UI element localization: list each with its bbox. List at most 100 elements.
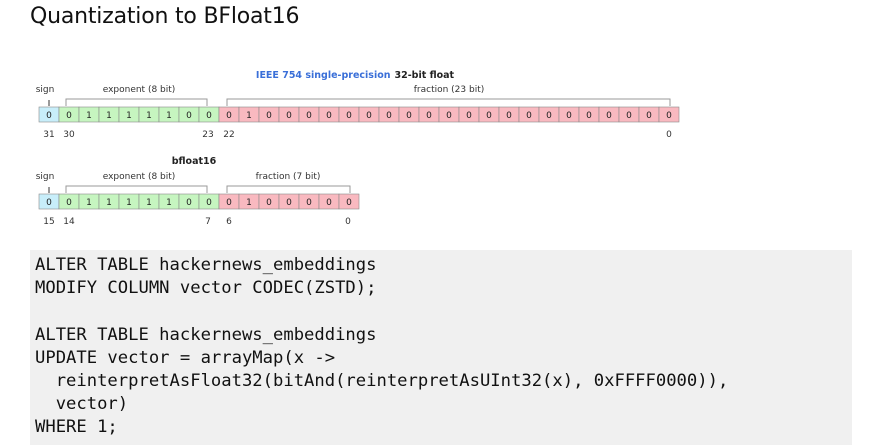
float32-title-size: 32-bit float — [395, 70, 455, 81]
bfloat16-brackets — [48, 185, 351, 193]
svg-text:0: 0 — [526, 111, 532, 121]
svg-text:0: 0 — [366, 111, 372, 121]
float32-bit-26: 1 — [138, 106, 160, 123]
float32-fraction-bracket — [226, 98, 671, 106]
float32-bit-28: 1 — [98, 106, 120, 123]
bfloat16-exponent-label: exponent (8 bit) — [103, 172, 176, 182]
float32-bit-17: 0 — [318, 106, 340, 123]
svg-text:1: 1 — [246, 111, 252, 121]
svg-text:0: 0 — [186, 198, 192, 208]
float32-bit-13: 0 — [398, 106, 420, 123]
float32-bit-11: 0 — [438, 106, 460, 123]
float32-bit-10: 0 — [458, 106, 480, 123]
float32-bit-12: 0 — [418, 106, 440, 123]
svg-text:0: 0 — [326, 111, 332, 121]
svg-text:1: 1 — [146, 198, 152, 208]
float32-bit-27: 1 — [118, 106, 140, 123]
bfloat16-index-6: 6 — [226, 217, 232, 227]
svg-text:0: 0 — [406, 111, 412, 121]
bfloat16-layout: bfloat16 sign exponent (8 bit) fraction … — [36, 156, 360, 227]
bfloat16-bit-1: 0 — [318, 193, 340, 210]
svg-text:0: 0 — [66, 111, 72, 121]
svg-text:1: 1 — [106, 198, 112, 208]
svg-text:1: 1 — [126, 198, 132, 208]
svg-text:0: 0 — [446, 111, 452, 121]
bit-layout-diagram: IEEE 754 single-precision 32-bit float si… — [36, 70, 680, 227]
float32-bit-1: 0 — [638, 106, 660, 123]
svg-text:0: 0 — [506, 111, 512, 121]
svg-text:0: 0 — [486, 111, 492, 121]
svg-text:1: 1 — [246, 198, 252, 208]
svg-text:0: 0 — [466, 111, 472, 121]
svg-text:0: 0 — [626, 111, 632, 121]
svg-text:1: 1 — [166, 198, 172, 208]
bfloat16-bit-13: 1 — [78, 193, 100, 210]
float32-bit-4: 0 — [578, 106, 600, 123]
svg-text:0: 0 — [386, 111, 392, 121]
svg-text:0: 0 — [586, 111, 592, 121]
float32-bit-30: 0 — [58, 106, 80, 123]
float32-exponent-bracket — [65, 98, 208, 106]
svg-text:1: 1 — [126, 111, 132, 121]
float32-index-22: 22 — [223, 130, 234, 140]
bfloat16-exponent-bracket — [65, 185, 208, 193]
bfloat16-bit-9: 1 — [158, 193, 180, 210]
svg-text:0: 0 — [426, 111, 432, 121]
bfloat16-sign-label: sign — [36, 172, 55, 182]
sql-code: ALTER TABLE hackernews_embeddings MODIFY… — [35, 255, 729, 438]
float32-bit-20: 0 — [258, 106, 280, 123]
float32-sign-label: sign — [36, 85, 55, 95]
float32-bit-21: 1 — [238, 106, 260, 123]
svg-text:0: 0 — [306, 198, 312, 208]
bfloat16-title: bfloat16 — [172, 156, 217, 167]
float32-bit-9: 0 — [478, 106, 500, 123]
bfloat16-index-0: 0 — [345, 217, 351, 227]
bfloat16-fraction-label: fraction (7 bit) — [256, 172, 321, 182]
bfloat16-bit-0: 0 — [338, 193, 360, 210]
float32-brackets — [48, 98, 671, 106]
float32-bit-24: 0 — [178, 106, 200, 123]
svg-text:0: 0 — [266, 198, 272, 208]
svg-text:1: 1 — [106, 111, 112, 121]
float32-bit-19: 0 — [278, 106, 300, 123]
float32-bit-25: 1 — [158, 106, 180, 123]
svg-text:1: 1 — [146, 111, 152, 121]
slide-title: Quantization to BFloat16 — [30, 4, 300, 29]
svg-text:0: 0 — [206, 111, 212, 121]
float32-index-0: 0 — [666, 130, 672, 140]
svg-text:0: 0 — [266, 111, 272, 121]
code-block: ALTER TABLE hackernews_embeddings MODIFY… — [30, 250, 852, 445]
bfloat16-index-15: 15 — [43, 217, 54, 227]
bfloat16-bit-3: 0 — [278, 193, 300, 210]
bfloat16-bit-4: 0 — [258, 193, 280, 210]
float32-bit-16: 0 — [338, 106, 360, 123]
float32-bit-0: 0 — [658, 106, 680, 123]
float32-layout: IEEE 754 single-precision 32-bit float si… — [36, 70, 680, 140]
bfloat16-bit-12: 1 — [98, 193, 120, 210]
svg-text:0: 0 — [286, 198, 292, 208]
float32-bit-31: 0 — [38, 106, 60, 123]
float32-title-standard: IEEE 754 single-precision — [256, 70, 391, 81]
float32-bit-5: 0 — [558, 106, 580, 123]
float32-bit-14: 0 — [378, 106, 400, 123]
svg-text:0: 0 — [66, 198, 72, 208]
float32-bit-23: 0 — [198, 106, 220, 123]
bfloat16-index-14: 14 — [63, 217, 75, 227]
float32-fraction-label: fraction (23 bit) — [414, 85, 485, 95]
float32-exponent-label: exponent (8 bit) — [103, 85, 176, 95]
svg-text:0: 0 — [666, 111, 672, 121]
bfloat16-bit-7: 0 — [198, 193, 220, 210]
svg-text:0: 0 — [566, 111, 572, 121]
bfloat16-bit-11: 1 — [118, 193, 140, 210]
float32-bit-18: 0 — [298, 106, 320, 123]
float32-index-31: 31 — [43, 130, 54, 140]
svg-text:0: 0 — [306, 111, 312, 121]
svg-text:1: 1 — [166, 111, 172, 121]
bfloat16-fraction-bracket — [226, 185, 351, 193]
float32-bit-22: 0 — [218, 106, 240, 123]
float32-bit-2: 0 — [618, 106, 640, 123]
svg-text:1: 1 — [86, 111, 92, 121]
svg-text:0: 0 — [186, 111, 192, 121]
svg-text:0: 0 — [206, 198, 212, 208]
